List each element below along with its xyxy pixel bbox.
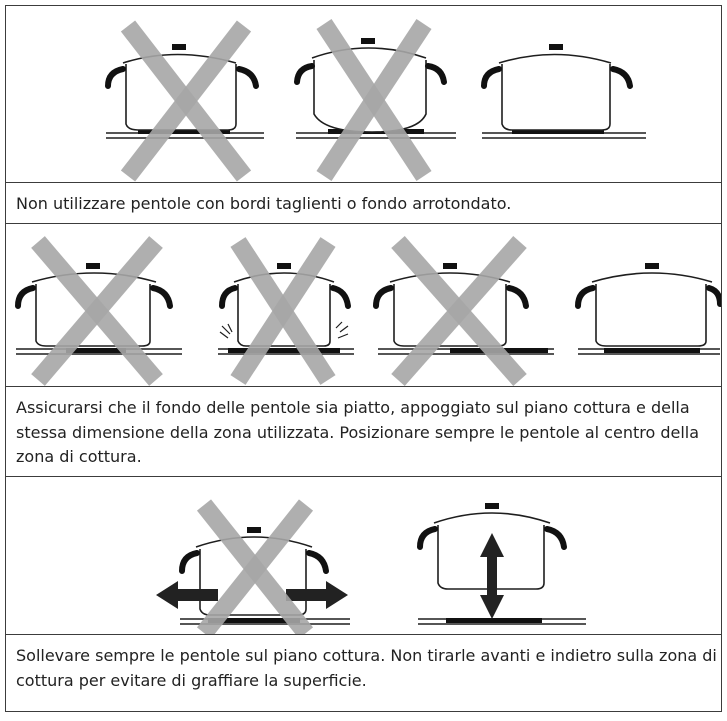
figure-row-2: [6, 224, 721, 387]
arrow-up-down-icon: [480, 533, 504, 619]
pot-correct-position: [575, 263, 721, 355]
text-row-1: Non utilizzare pentole con bordi taglien…: [6, 183, 721, 224]
pot-sliding: [156, 499, 350, 634]
pot-bottom-too-small: [15, 236, 182, 386]
pot-smaller-than-zone: [218, 237, 354, 385]
arrow-right-icon: [286, 581, 348, 609]
pot-with-sharp-edges: [105, 20, 264, 182]
text-row-3: Sollevare sempre le pentole sul piano co…: [6, 635, 721, 713]
figure-row-3: [6, 477, 721, 635]
pot-off-center: [373, 236, 554, 386]
instruction-table: Non utilizzare pentole con bordi taglien…: [5, 5, 722, 712]
note-1: Non utilizzare pentole con bordi taglien…: [16, 194, 512, 213]
pot-shape-illustration: [105, 19, 646, 182]
note-3: Sollevare sempre le pentole sul piano co…: [16, 646, 717, 690]
pot-with-rounded-bottom: [294, 19, 456, 181]
pot-lifting: [417, 503, 586, 625]
arrow-left-icon: [156, 581, 218, 609]
pot-movement-illustration: [156, 499, 586, 634]
pot-position-illustration: [15, 236, 721, 386]
figure-row-1: [6, 6, 721, 183]
text-row-2: Assicurarsi che il fondo delle pentole s…: [6, 387, 721, 477]
pot-flat-bottom: [481, 44, 646, 139]
note-2: Assicurarsi che il fondo delle pentole s…: [16, 398, 700, 466]
